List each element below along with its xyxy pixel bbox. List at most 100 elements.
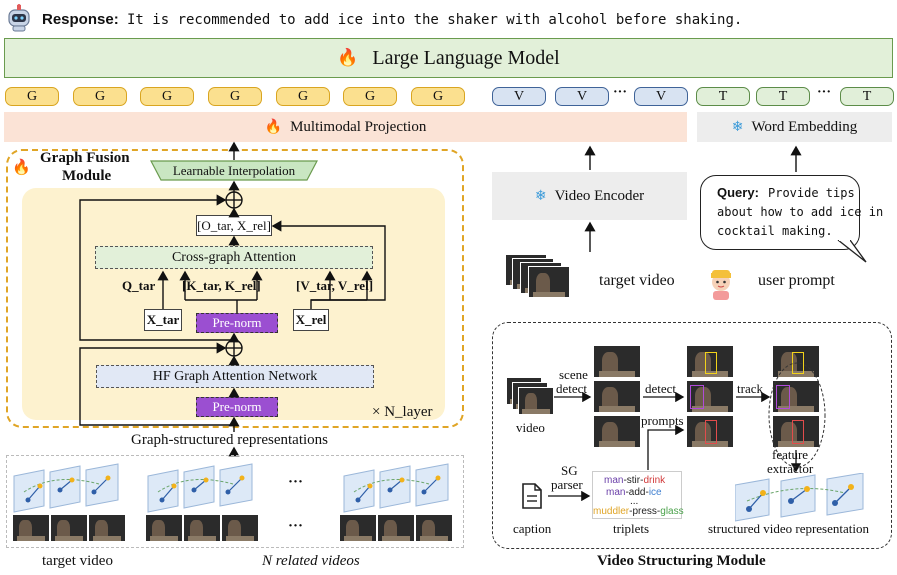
- token-v: V: [634, 87, 688, 106]
- related-videos-caption: N related videos: [262, 553, 360, 569]
- token-g: G: [276, 87, 330, 106]
- snowflake-icon: ❄: [534, 188, 547, 204]
- scene-detect-2: detect: [556, 381, 588, 396]
- query-text-3: cocktail making.: [717, 224, 833, 238]
- video-encoder: ❄ Video Encoder: [492, 172, 687, 220]
- bbox: [705, 352, 717, 374]
- projection-label: Multimodal Projection: [290, 118, 427, 135]
- track-frame: [772, 415, 820, 448]
- triplet-subject: man: [604, 475, 624, 486]
- token-v: V: [492, 87, 546, 106]
- detect-label: detect: [645, 381, 677, 396]
- triplet-2: man-add-ice: [606, 487, 662, 498]
- bbox: [792, 420, 804, 444]
- v-label: [V_tar, V_rel]: [296, 278, 374, 293]
- prompts-label: prompts: [641, 413, 684, 428]
- x-tar-box: X_tar: [144, 309, 182, 331]
- structured-label: structured video representation: [708, 521, 869, 536]
- user-prompt-label: user prompt: [758, 272, 835, 289]
- response-label: Response:: [42, 11, 119, 28]
- x-rel-box: X_rel: [293, 309, 329, 331]
- token-g: G: [411, 87, 465, 106]
- word-embedding: ❄ Word Embedding: [697, 112, 892, 142]
- ellipsis: ···: [288, 518, 304, 534]
- concat-output-label: [O_tar, X_rel]: [197, 217, 271, 233]
- token-g: G: [343, 87, 397, 106]
- video-encoder-label: Video Encoder: [554, 187, 645, 204]
- triplet-object: glass: [660, 506, 684, 517]
- target-video-frame: [88, 514, 126, 542]
- vsm-video-label: video: [516, 420, 545, 435]
- query-bubble: [700, 175, 860, 250]
- snowflake-icon: ❄: [731, 119, 744, 135]
- q-label: Q_tar: [122, 278, 156, 293]
- encoder-arrows: [584, 145, 802, 252]
- token-g: G: [73, 87, 127, 106]
- triplet-dots: ...: [630, 496, 639, 507]
- related-video-frame: [183, 514, 221, 542]
- fire-icon: 🔥: [12, 160, 31, 176]
- scene-frame: [593, 415, 641, 448]
- query-text-2: about how to add ice in: [717, 205, 884, 219]
- girl-avatar-icon: [706, 267, 736, 301]
- token-g: G: [5, 87, 59, 106]
- triplets-box: [592, 471, 682, 519]
- gfm-title-2: Module: [62, 168, 112, 184]
- sg-label-1: SG: [561, 463, 578, 478]
- response-text: It is recommended to add ice into the sh…: [127, 12, 743, 28]
- k-label: [K_tar, K_rel]: [182, 278, 261, 293]
- feature-label-2: extractor: [767, 461, 814, 476]
- query-text-1: Provide tips: [768, 186, 855, 200]
- bbox: [792, 352, 804, 374]
- robot-icon: [6, 4, 32, 32]
- n-layer-label: × N_layer: [372, 404, 433, 420]
- bbox: [776, 385, 790, 409]
- related-video-frame: [377, 514, 415, 542]
- video-structuring-module: [492, 322, 892, 549]
- bbox: [690, 385, 704, 409]
- related-video-frame: [339, 514, 377, 542]
- vsm-title: Video Structuring Module: [597, 553, 766, 569]
- word-embedding-label: Word Embedding: [751, 118, 858, 135]
- learnable-interpolation: Learnable Interpolation: [150, 160, 318, 181]
- triplet-1: man-stir-drink: [604, 475, 665, 486]
- graph-repr-label: Graph-structured representations: [131, 432, 329, 448]
- scene-frame: [593, 345, 641, 378]
- x-tar-label: X_tar: [146, 312, 180, 327]
- pre-norm-label: Pre-norm: [212, 315, 262, 330]
- graph-thumbnails: [13, 463, 449, 513]
- triplet-object: drink: [643, 475, 666, 486]
- vsm-video-stack: [518, 387, 554, 415]
- triplet-subject: man: [606, 487, 626, 498]
- triplet-relation: -add-: [625, 487, 649, 498]
- learnable-interpolation-label: Learnable Interpolation: [172, 162, 296, 178]
- multimodal-projection: 🔥 Multimodal Projection: [4, 112, 687, 142]
- target-video-caption: target video: [42, 553, 113, 569]
- ellipsis: ···: [288, 474, 304, 490]
- fire-icon: 🔥: [337, 48, 359, 67]
- cross-graph-attention: Cross-graph Attention: [95, 246, 373, 269]
- token-g: G: [140, 87, 194, 106]
- token-t: T: [840, 87, 894, 106]
- token-ellipsis: ···: [817, 85, 832, 100]
- scene-detect-1: scene: [559, 367, 588, 382]
- token-t: T: [696, 87, 750, 106]
- hf-gat-label: HF Graph Attention Network: [152, 368, 318, 384]
- target-video-frame: [50, 514, 88, 542]
- token-g: G: [208, 87, 262, 106]
- query-label: Query:: [717, 185, 759, 200]
- caption-label: caption: [513, 521, 552, 536]
- triplet-object: ice: [648, 487, 662, 498]
- triplet-relation: -stir-: [623, 475, 644, 486]
- triplet-relation: -press-: [629, 506, 661, 517]
- token-t: T: [756, 87, 810, 106]
- target-video-stack: [528, 266, 570, 298]
- scene-frame: [593, 380, 641, 413]
- related-video-frame: [221, 514, 259, 542]
- triplet-3: muddler-press-glass: [593, 506, 684, 517]
- pre-norm-top: Pre-norm: [196, 313, 278, 333]
- x-rel-label: X_rel: [295, 312, 327, 327]
- llm-title: Large Language Model: [372, 46, 560, 69]
- cross-graph-attention-label: Cross-graph Attention: [171, 249, 297, 265]
